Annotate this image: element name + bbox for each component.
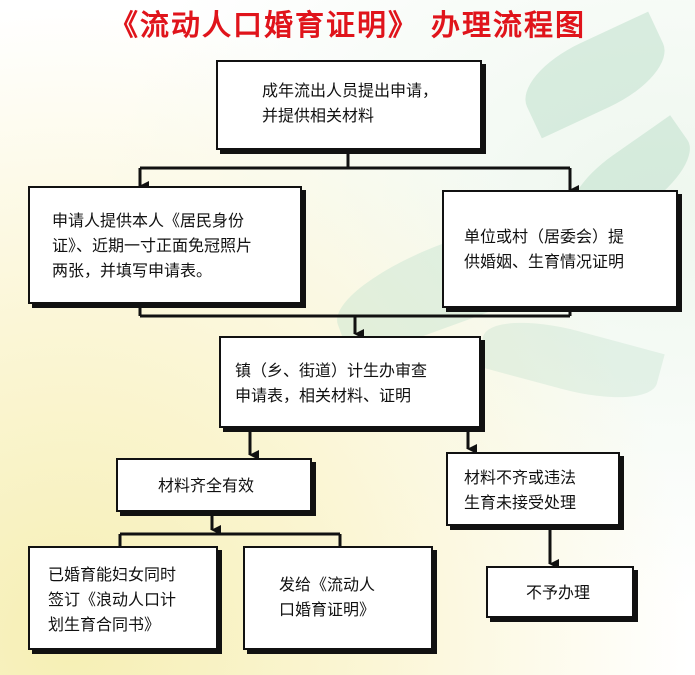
step-review-line: 镇（乡、街道）计生办审查: [235, 361, 428, 380]
step-provide-id-line: 两张，并填写申请表。: [52, 261, 213, 280]
step-apply: 成年流出人员提出申请， 并提供相关材料: [216, 60, 482, 150]
step-review: 镇（乡、街道）计生办审查 申请表，相关材料、证明: [219, 336, 481, 428]
step-valid: 材料齐全有效: [116, 458, 312, 512]
step-sign-line: 已婚育能妇女同时: [48, 565, 177, 584]
step-reject: 不予办理: [486, 566, 634, 618]
step-sign: 已婚育能妇女同时 签订《浪动人口计 划生育合同书》: [28, 546, 218, 650]
step-invalid-line: 生育未接受处理: [464, 493, 577, 512]
step-unit-cert: 单位或村（居委会）提 供婚姻、生育情况证明: [442, 190, 678, 308]
step-review-line: 申请表，相关材料、证明: [235, 386, 412, 405]
step-valid-line: 材料齐全有效: [158, 476, 255, 495]
step-issue-line: 口婚育证明》: [279, 600, 376, 619]
step-unit-cert-line: 供婚姻、生育情况证明: [464, 252, 625, 271]
step-issue-line: 发给《流动人: [279, 575, 376, 594]
step-reject-line: 不予办理: [526, 583, 591, 602]
step-invalid-line: 材料不齐或违法: [464, 468, 577, 487]
step-invalid: 材料不齐或违法 生育未接受处理: [446, 452, 620, 526]
step-sign-line: 划生育合同书》: [48, 615, 161, 634]
step-provide-id-line: 申请人提供本人《居民身份: [52, 211, 245, 230]
step-apply-line: 并提供相关材料: [262, 106, 375, 125]
step-sign-line: 签订《浪动人口计: [48, 590, 177, 609]
page-title: 《流动人口婚育证明》 办理流程图: [108, 8, 587, 42]
step-issue: 发给《流动人 口婚育证明》: [243, 546, 433, 650]
step-unit-cert-line: 单位或村（居委会）提: [464, 227, 625, 246]
step-provide-id-line: 证》、近期一寸正面免冠照片: [52, 236, 253, 255]
step-apply-line: 成年流出人员提出申请，: [262, 81, 439, 100]
step-provide-id: 申请人提供本人《居民身份 证》、近期一寸正面免冠照片 两张，并填写申请表。: [28, 186, 302, 304]
